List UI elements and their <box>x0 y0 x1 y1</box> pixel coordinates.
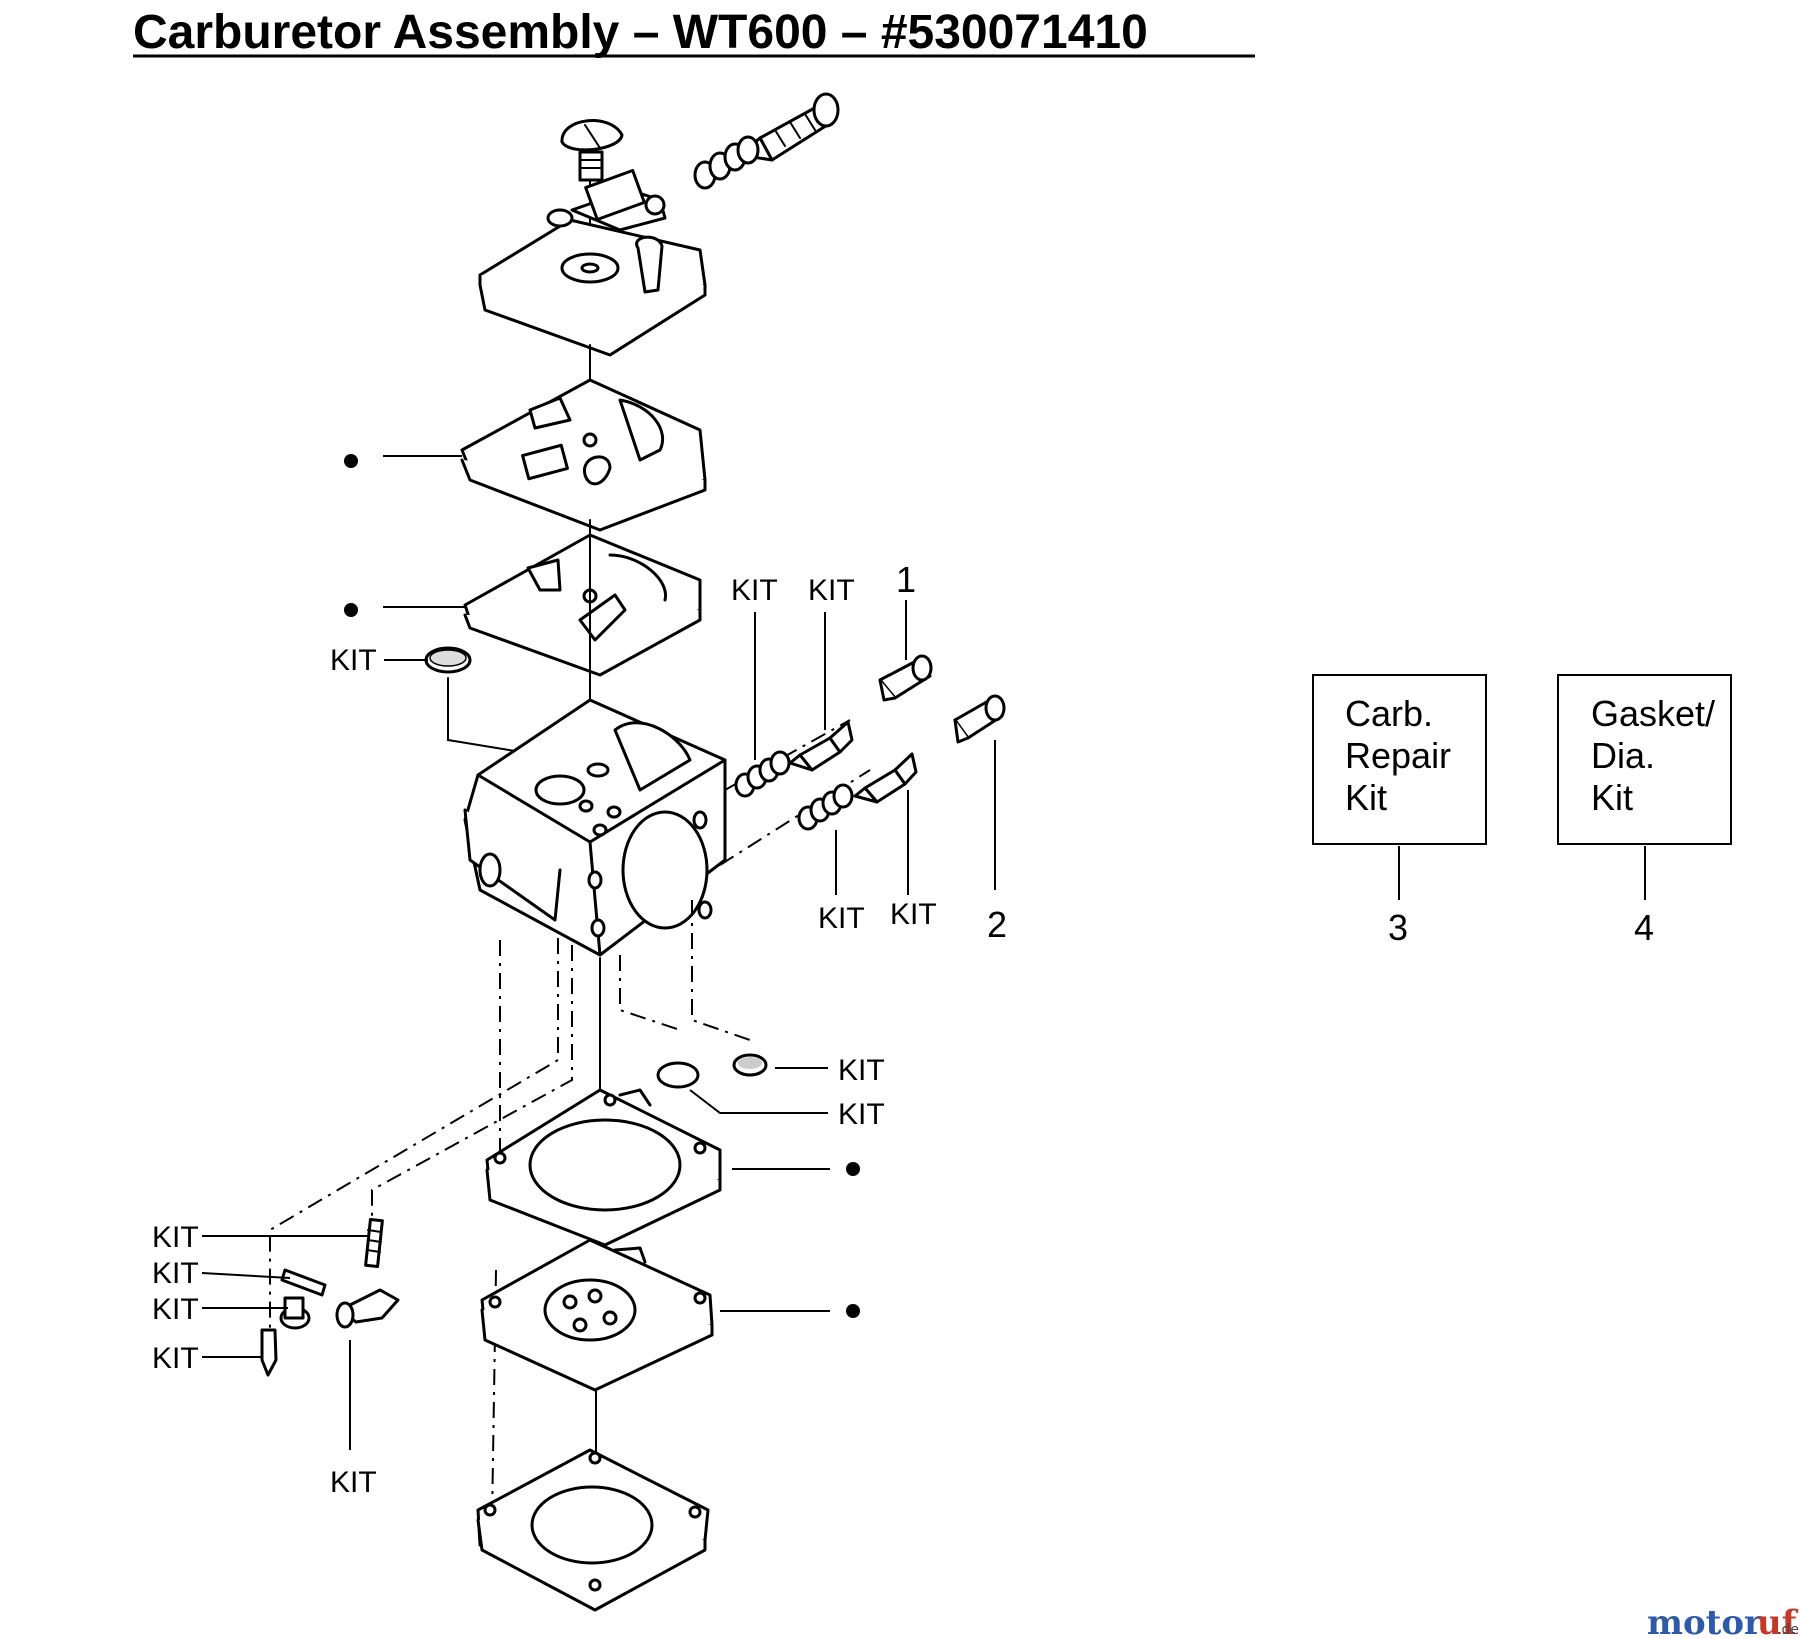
legend-text-line: Gasket/ <box>1591 693 1715 734</box>
bullet-dot <box>846 1162 860 1176</box>
kit-callout-label: KIT <box>731 574 778 607</box>
bullet-dot <box>846 1304 860 1318</box>
limiter-cap-1 <box>878 654 933 702</box>
metering-diaphragm <box>480 1238 714 1392</box>
check-valve-disc <box>656 1061 700 1089</box>
legend-text-line: Carb. <box>1345 693 1433 734</box>
svg-text:.de: .de <box>1777 1622 1799 1638</box>
throttle-stop-spring <box>364 1217 384 1269</box>
kit-callout-label: KIT <box>152 1293 199 1326</box>
svg-text:motor: motor <box>1647 1603 1763 1639</box>
idle-adjust-spring <box>693 135 760 190</box>
kit-callout-label: KIT <box>152 1257 199 1290</box>
assembly-axis <box>619 955 681 1031</box>
leader-line <box>201 1272 291 1279</box>
inlet-screen <box>424 646 472 674</box>
page-title: Carburetor Assembly – WT600 – #530071410 <box>133 6 1148 59</box>
kit-callout-label: KIT <box>808 574 855 607</box>
kit-callout-label: KIT <box>330 1466 377 1499</box>
kit-callout-label: KIT <box>838 1054 885 1087</box>
metering-gasket <box>485 1088 722 1247</box>
bullet-dot <box>344 603 358 617</box>
callout-number-3: 3 <box>1388 907 1408 948</box>
legend-repair-kit: Carb. Repair Kit 3 <box>1312 674 1487 948</box>
callout-number-4: 4 <box>1634 907 1654 948</box>
inlet-needle <box>260 1328 278 1377</box>
legend-text-line: Kit <box>1591 777 1633 818</box>
high-speed-spring <box>734 750 791 798</box>
kit-callout-label: KIT <box>152 1221 199 1254</box>
pump-cover <box>478 168 707 357</box>
carburetor-body <box>463 698 727 957</box>
metering-lever <box>335 1288 400 1329</box>
cover-screw <box>560 119 624 182</box>
kit-callout-label: KIT <box>818 902 865 935</box>
low-speed-needle <box>853 752 918 804</box>
pin <box>280 1268 327 1297</box>
legend-text-line: Kit <box>1345 777 1387 818</box>
low-speed-spring <box>797 783 854 831</box>
lever-screw <box>279 1296 311 1330</box>
callout-number-2: 2 <box>987 904 1007 945</box>
high-speed-needle <box>788 720 854 772</box>
limiter-cap-2 <box>953 694 1006 744</box>
assembly-axis <box>691 900 751 1041</box>
legend-text-line: Dia. <box>1591 735 1655 776</box>
pump-diaphragm <box>463 533 702 677</box>
assembly-axis <box>269 938 559 1360</box>
kit-callout-label: KIT <box>330 644 377 677</box>
kit-callout-label: KIT <box>838 1098 885 1131</box>
pump-gasket <box>460 378 707 532</box>
legend-gasket-kit: Gasket/ Dia. Kit 4 <box>1557 674 1732 948</box>
legend-text-line: Repair <box>1345 735 1451 776</box>
callout-number-1: 1 <box>896 559 916 600</box>
kit-callout-label: KIT <box>890 898 937 931</box>
assembly-axis <box>371 945 573 1240</box>
kit-callout-label: KIT <box>152 1342 199 1375</box>
leader-line <box>689 1089 828 1114</box>
svg-text:uf: uf <box>1757 1603 1799 1639</box>
fuel-screen <box>732 1053 768 1077</box>
watermark-logo: motor uf .de <box>1647 1603 1799 1639</box>
metering-cover <box>476 1448 710 1612</box>
bullet-dot <box>344 454 358 468</box>
